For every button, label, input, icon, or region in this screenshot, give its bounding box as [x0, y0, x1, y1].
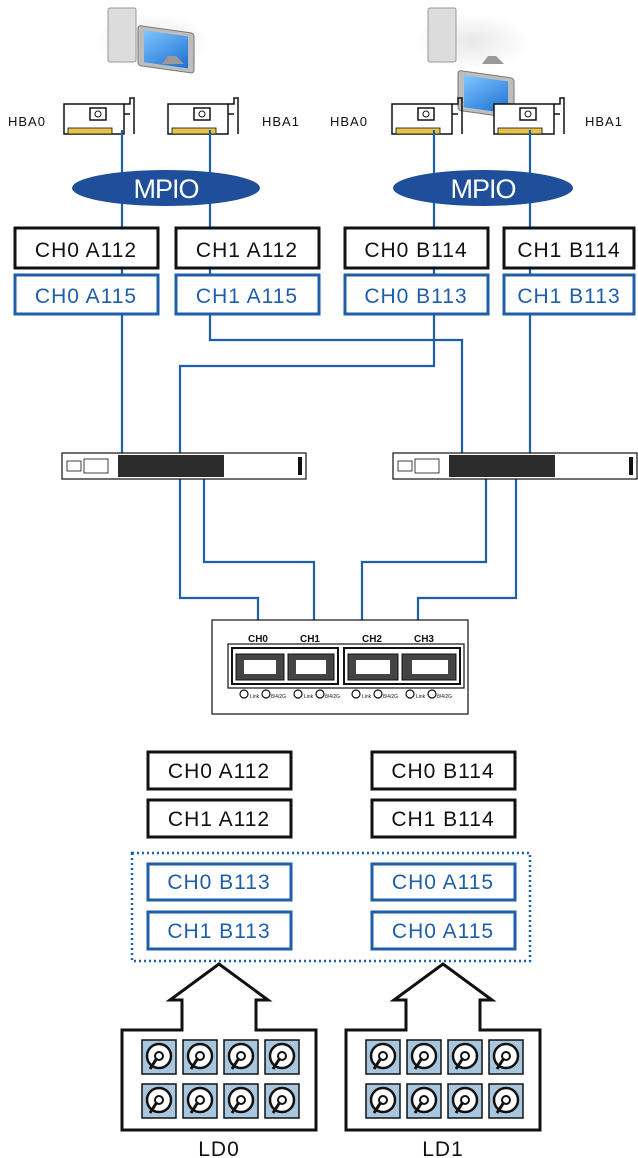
controller-port-label: CH3	[414, 634, 434, 645]
mpio-badge-right: MPIO	[393, 170, 573, 206]
hba-card-icon	[493, 97, 565, 135]
hdd-icon	[222, 1082, 260, 1120]
fc-switch-icon	[61, 452, 307, 480]
svg-text:CH1 B113: CH1 B113	[167, 920, 270, 943]
hdd-icon	[181, 1038, 219, 1076]
hdd-icon	[140, 1038, 178, 1076]
fibre-cables	[120, 130, 532, 636]
host-box-bottom: CH0 B113	[343, 273, 490, 316]
hdd-icon	[263, 1082, 301, 1120]
led-label: 8/4/2G	[437, 694, 452, 700]
ld-map-box: CH0 B114	[370, 750, 517, 791]
mpio-label: MPIO	[133, 174, 198, 204]
host-box-top: CH0 B114	[343, 226, 490, 270]
svg-text:CH0 B114: CH0 B114	[364, 239, 467, 262]
ld-map-box: CH0 A112	[146, 750, 293, 791]
svg-text:CH0 B114: CH0 B114	[391, 760, 494, 783]
hdd-icon	[446, 1082, 484, 1120]
host-computer-left	[94, 7, 210, 74]
svg-text:CH1 A112: CH1 A112	[196, 239, 298, 262]
hdd-icon	[405, 1082, 443, 1120]
hba-label: HBA0	[330, 114, 368, 129]
hdd-icon	[140, 1082, 178, 1120]
controller-port-label: CH2	[362, 634, 382, 645]
hba-label: HBA1	[262, 114, 300, 129]
controller-port-label: CH1	[300, 634, 320, 645]
svg-text:CH1 A115: CH1 A115	[196, 285, 298, 308]
host-box-bottom: CH1 A115	[174, 273, 321, 316]
ld-map-box: CH0 A115	[370, 862, 517, 902]
svg-text:CH0 A115: CH0 A115	[392, 920, 494, 943]
host-box-top: CH1 A112	[174, 226, 321, 270]
led-label: 8/4/2G	[325, 694, 340, 700]
led-label: 8/4/2G	[383, 694, 398, 700]
mpio-badge-left: MPIO	[72, 170, 260, 206]
svg-text:CH0 B113: CH0 B113	[364, 285, 467, 308]
svg-text:CH1 A112: CH1 A112	[168, 808, 270, 831]
led-label: Link	[362, 694, 372, 700]
hdd-icon	[181, 1082, 219, 1120]
ld-map-box: CH0 A115	[370, 910, 517, 951]
hdd-icon	[405, 1038, 443, 1076]
hdd-icon	[446, 1038, 484, 1076]
led-label: Link	[416, 694, 426, 700]
svg-text:CH1 B114: CH1 B114	[517, 239, 620, 262]
hdd-icon	[487, 1082, 525, 1120]
svg-text:CH1 B114: CH1 B114	[391, 808, 494, 831]
svg-text:CH0 A112: CH0 A112	[168, 760, 270, 783]
controller-port-label: CH0	[248, 634, 268, 645]
hdd-icon	[263, 1038, 301, 1076]
hba-card-icon	[167, 97, 239, 135]
led-label: 8/4/2G	[271, 694, 286, 700]
hdd-icon	[364, 1038, 402, 1076]
ld-map-box: CH1 B113	[146, 910, 293, 951]
hba-card-icon	[391, 97, 463, 135]
host-box-top: CH0 A112	[13, 226, 160, 270]
led-label: Link	[250, 694, 260, 700]
hba-label: HBA1	[585, 114, 623, 129]
ld-label: LD1	[422, 1138, 464, 1158]
ld-map-box: CH0 B113	[146, 862, 293, 902]
hdd-icon	[364, 1082, 402, 1120]
mpio-label: MPIO	[450, 174, 515, 204]
multipath-group	[130, 851, 532, 963]
led-label: Link	[304, 694, 314, 700]
svg-text:CH0 A115: CH0 A115	[35, 285, 137, 308]
hba-card-icon	[63, 97, 135, 135]
host-box-bottom: CH1 B113	[502, 273, 636, 316]
host-computer-right	[414, 7, 530, 119]
storage-controller: CH0 CH1 CH2 CH3 Link 8/4/2G Link 8/4/2G Li…	[211, 619, 469, 715]
hba-card-icon	[63, 97, 565, 135]
host-box-top: CH1 B114	[502, 226, 636, 270]
hdd-icon	[222, 1038, 260, 1076]
svg-text:CH0 A115: CH0 A115	[392, 871, 494, 894]
ld-map-box: CH1 A112	[146, 798, 293, 839]
svg-text:CH1 B113: CH1 B113	[517, 285, 620, 308]
fc-switch-icon	[392, 452, 638, 480]
ld-map-box: CH1 B114	[370, 798, 517, 839]
host-box-bottom: CH0 A115	[13, 273, 160, 316]
svg-text:CH0 A112: CH0 A112	[35, 239, 137, 262]
hba-label: HBA0	[8, 114, 46, 129]
ld-label: LD0	[198, 1138, 240, 1158]
hdd-icon	[487, 1038, 525, 1076]
svg-text:CH0 B113: CH0 B113	[167, 871, 270, 894]
